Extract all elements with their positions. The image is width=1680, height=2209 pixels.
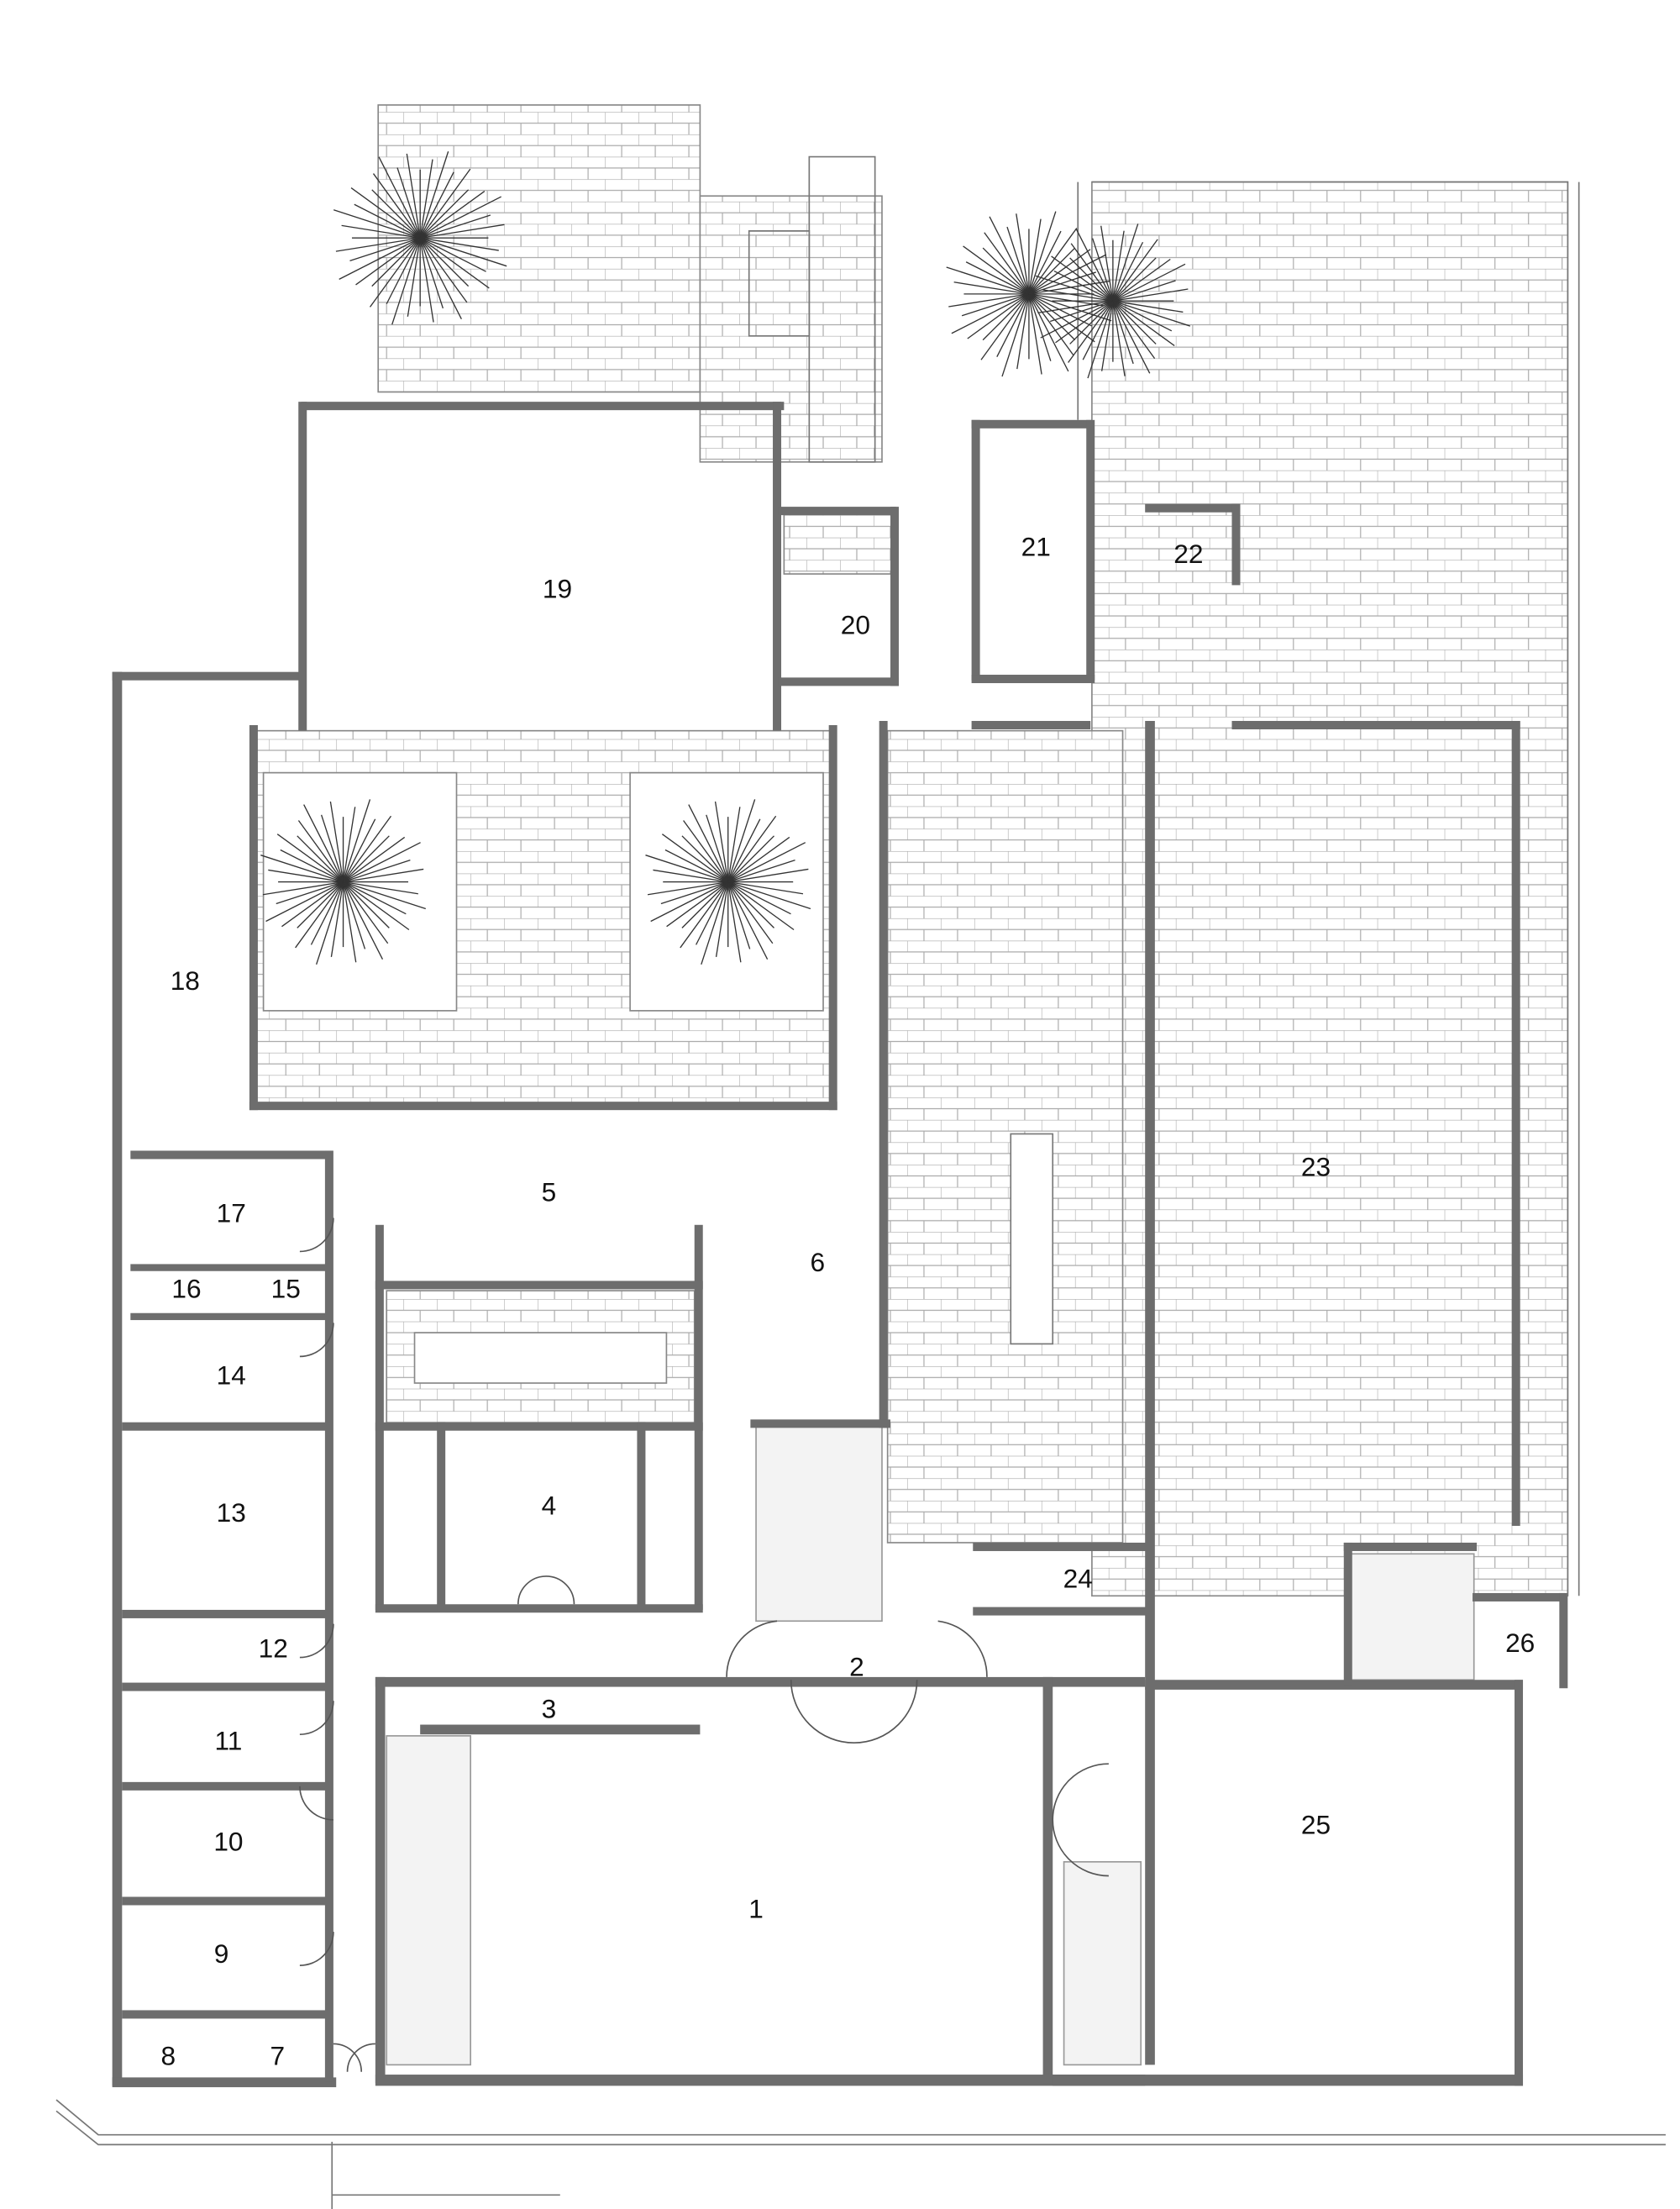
room-label-9: 9 <box>214 1938 229 1969</box>
tree-icon <box>946 211 1112 377</box>
room-label-5: 5 <box>542 1176 557 1207</box>
doors <box>299 1218 1109 2072</box>
tree-icon <box>260 799 427 965</box>
room-label-20: 20 <box>841 610 870 640</box>
room-label-10: 10 <box>213 1827 243 1857</box>
room-label-26: 26 <box>1505 1628 1535 1658</box>
room-label-15: 15 <box>271 1273 301 1303</box>
room-label-18: 18 <box>171 965 200 996</box>
room-label-16: 16 <box>171 1273 201 1303</box>
room-label-14: 14 <box>217 1360 246 1391</box>
room-label-22: 22 <box>1173 539 1203 569</box>
room-label-11: 11 <box>215 1726 243 1756</box>
tree-icon <box>333 151 507 325</box>
room-label-1: 1 <box>748 1893 764 1923</box>
room-label-12: 12 <box>259 1633 288 1664</box>
room-label-24: 24 <box>1063 1563 1093 1593</box>
room-label-23: 23 <box>1301 1151 1331 1181</box>
room-label-21: 21 <box>1021 531 1051 561</box>
room-label-19: 19 <box>543 573 572 603</box>
tree-icon <box>1035 224 1190 379</box>
room-label-25: 25 <box>1301 1810 1331 1840</box>
trees <box>260 151 1190 965</box>
tree-icon <box>645 799 811 965</box>
room-label-6: 6 <box>811 1247 826 1277</box>
room-label-7: 7 <box>270 2040 285 2070</box>
room-label-2: 2 <box>849 1651 864 1681</box>
walls <box>112 402 1568 2088</box>
room-label-8: 8 <box>160 2040 176 2070</box>
courtyard-planters <box>262 771 1475 2066</box>
room-label-3: 3 <box>542 1693 557 1723</box>
room-label-17: 17 <box>217 1197 246 1228</box>
room-label-4: 4 <box>542 1491 557 1521</box>
room-label-13: 13 <box>217 1497 246 1528</box>
